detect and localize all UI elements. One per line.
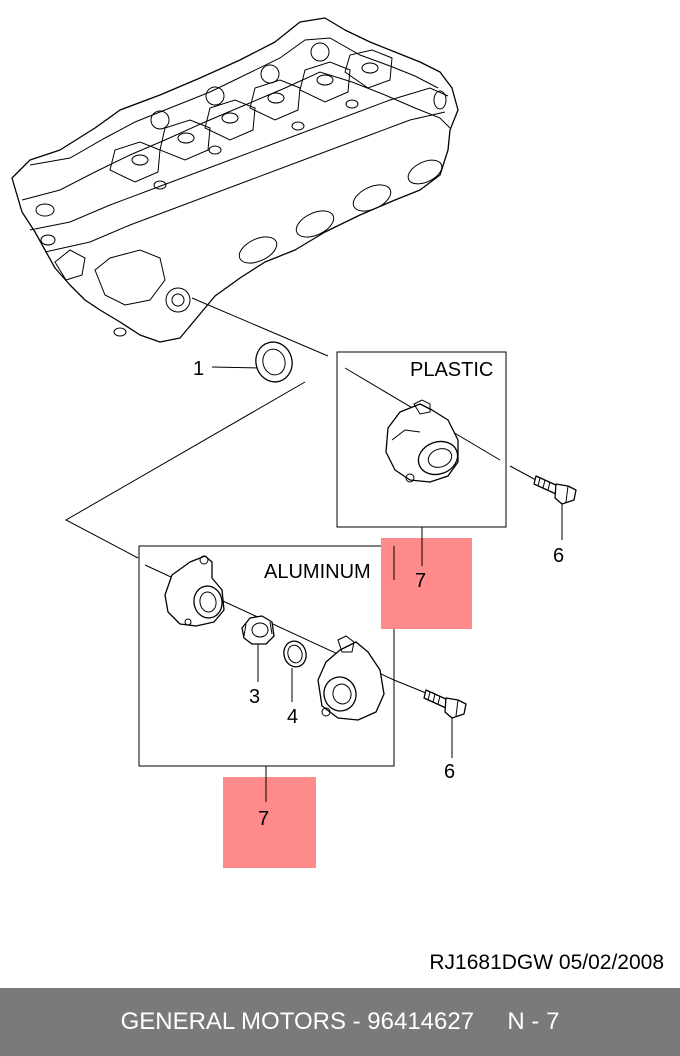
aluminum-housing-base xyxy=(164,555,225,627)
highlight-callout-7-lower xyxy=(223,777,316,868)
document-reference: RJ1681DGW 05/02/2008 xyxy=(429,951,664,974)
plastic-thermostat-housing xyxy=(385,399,459,483)
callout-7-lower: 7 xyxy=(258,808,269,830)
aluminum-outlet-housing xyxy=(317,635,385,721)
thermostat-part-3 xyxy=(241,615,275,645)
footer-text: GENERAL MOTORS - 96414627 N - 7 xyxy=(120,1008,560,1035)
aluminum-label: ALUMINUM xyxy=(264,561,371,583)
o-ring-part-4 xyxy=(283,640,307,668)
bolt-lower xyxy=(423,689,467,719)
gasket-part-1 xyxy=(255,341,293,383)
plastic-label: PLASTIC xyxy=(410,359,493,381)
callout-4: 4 xyxy=(287,706,298,728)
callout-1: 1 xyxy=(193,358,204,380)
callout-6-upper: 6 xyxy=(553,545,564,567)
bolt-upper xyxy=(533,475,577,505)
plastic-box xyxy=(336,351,507,528)
aluminum-box xyxy=(138,545,395,767)
footer-bar: GENERAL MOTORS - 96414627 N - 7 xyxy=(0,988,680,1056)
callout-6-lower: 6 xyxy=(444,761,455,783)
highlight-callout-7-upper xyxy=(381,538,472,629)
callout-7-upper: 7 xyxy=(415,570,426,592)
callout-3: 3 xyxy=(249,686,260,708)
cylinder-head xyxy=(11,17,459,343)
